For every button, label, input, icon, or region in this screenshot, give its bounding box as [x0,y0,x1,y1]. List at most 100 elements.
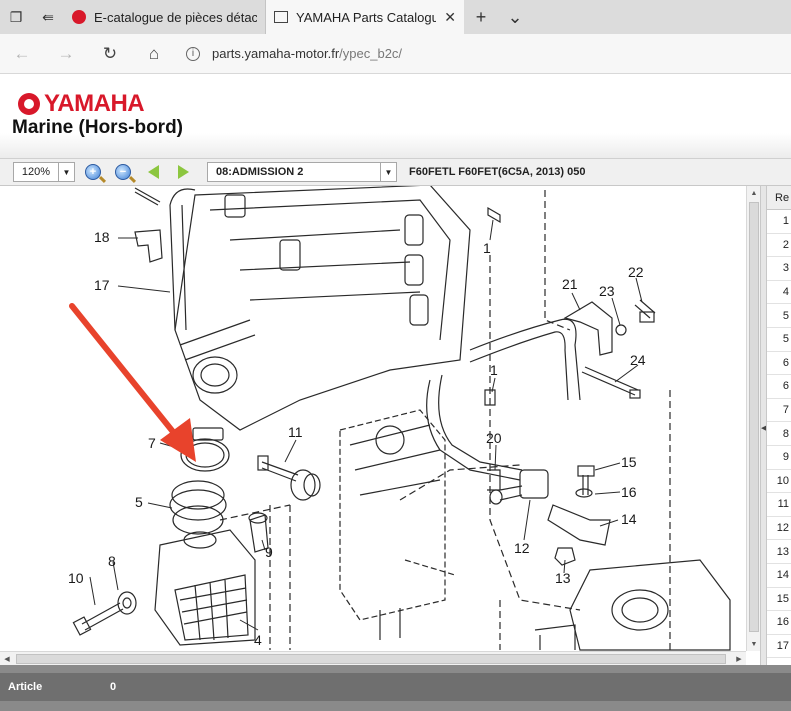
scroll-left-icon[interactable]: ◀ [4,656,10,663]
address-bar[interactable]: i parts.yamaha-motor.fr/ypec_b2c/ [176,40,791,68]
callout-label[interactable]: 5 [135,494,143,510]
back-arrow-icon[interactable]: ← [13,43,31,63]
parts-diagram-viewport[interactable]: 18 17 7 5 8 10 4 9 11 1 1 21 22 23 24 20… [0,186,746,651]
ref-row[interactable]: 10 [767,470,791,494]
ref-row[interactable]: 6 [767,375,791,399]
yamaha-logo[interactable]: YAMAHA [18,90,145,118]
callout-label[interactable]: 4 [254,632,262,648]
info-icon[interactable]: i [186,46,200,61]
scroll-right-icon[interactable]: ▶ [736,656,742,663]
callout-label[interactable]: 15 [621,454,637,470]
runner [404,254,424,286]
seal-5 [169,489,227,521]
callout-label[interactable]: 22 [628,264,644,280]
chevron-down-icon[interactable]: ⌄ [507,6,523,27]
ref-row[interactable]: 14 [767,564,791,588]
callout-labels: 18 17 7 5 8 10 4 9 11 1 1 21 22 23 24 20… [68,229,646,648]
callout-label[interactable]: 11 [288,424,303,440]
section-value: 08:ADMISSION 2 [216,166,304,178]
home-icon[interactable]: ⌂ [148,43,160,63]
zoom-in-icon: + [85,164,101,180]
callout-label[interactable]: 1 [490,362,498,378]
ref-row[interactable]: 9 [767,446,791,470]
next-arrow-icon [177,165,189,179]
ref-row[interactable]: 2 [767,234,791,258]
diagram-horizontal-scrollbar[interactable]: ◀ ▶ [0,651,746,665]
manifold-tube [179,319,256,361]
ref-row[interactable]: 1 [767,210,791,234]
callout-label[interactable]: 18 [94,229,110,245]
ref-row[interactable]: 3 [767,257,791,281]
silencer-grid-lines [179,579,248,641]
callout-label[interactable]: 24 [630,352,646,368]
next-section-button[interactable] [171,161,195,183]
silencer-grid [174,574,249,641]
close-icon[interactable]: ✕ [444,8,456,25]
callout-label[interactable]: 9 [265,544,273,560]
callout-label[interactable]: 16 [621,484,637,500]
set-aside-icon[interactable]: ⇚ [42,8,54,25]
scroll-down-icon[interactable]: ▼ [750,640,758,648]
ref-column-header[interactable]: Re [767,186,791,210]
ref-row[interactable]: 13 [767,540,791,564]
ref-row[interactable]: 15 [767,588,791,612]
diagram-vertical-scrollbar[interactable]: ▲ ▼ [746,186,760,651]
clip-20 [487,469,501,491]
scroll-thumb[interactable] [749,202,759,632]
ref-list-panel: Re 1 2 3 4 5 5 6 6 7 8 9 10 11 12 13 14 … [766,186,791,665]
ref-row[interactable]: 16 [767,611,791,635]
callout-label[interactable]: 7 [148,435,156,451]
ref-row[interactable]: 7 [767,399,791,423]
clamp-7-screw [192,427,224,441]
ref-row[interactable]: 17 [767,635,791,659]
callout-label[interactable]: 14 [621,511,637,527]
refresh-icon[interactable]: ↻ [102,43,118,63]
dropdown-arrow-icon[interactable]: ▼ [380,163,396,181]
seal-5-inner [172,505,224,535]
article-count: 0 [110,681,117,693]
previous-section-button[interactable] [141,161,165,183]
nut-13 [554,547,576,566]
ref-row[interactable]: 5 [767,328,791,352]
callout-label[interactable]: 21 [562,276,578,292]
forward-arrow-icon[interactable]: → [57,43,75,63]
collar-9 [249,514,269,553]
callout-label[interactable]: 13 [555,570,571,586]
runner [404,214,424,246]
ref-row[interactable]: 8 [767,422,791,446]
dropdown-arrow-icon[interactable]: ▼ [58,163,74,181]
callout-label[interactable]: 23 [599,283,615,299]
ref-row[interactable]: 11 [767,493,791,517]
callout-label[interactable]: 20 [486,430,502,446]
section-select[interactable]: 08:ADMISSION 2 ▼ [207,162,397,182]
tab-manager-icon[interactable]: ❐ [9,8,23,25]
ref-row[interactable]: 12 [767,517,791,541]
callout-label[interactable]: 1 [483,240,491,256]
panel-splitter[interactable]: ◀ [760,186,766,665]
runner [409,294,429,326]
tab-yamaha-parts[interactable]: YAMAHA Parts Catalogu ✕ [266,0,464,34]
bolt-10-head [72,616,92,636]
address-path: /ypec_b2c/ [339,46,403,61]
callout-label[interactable]: 10 [68,570,84,586]
zoom-in-button[interactable]: + [81,161,105,183]
ref-row[interactable]: 4 [767,281,791,305]
manifold-ribs [229,229,421,301]
tab-label: YAMAHA Parts Catalogu [296,9,437,25]
linkage [534,624,576,650]
bracket-14 [547,504,611,546]
callout-label[interactable]: 17 [94,277,110,293]
plus-icon[interactable]: + [475,6,487,27]
callout-label[interactable]: 12 [514,540,530,556]
ref-row[interactable]: 6 [767,352,791,376]
washer-23 [615,324,627,336]
tab-ecatalogue[interactable]: E-catalogue de pièces détac [64,0,266,34]
parts-diagram[interactable]: 18 17 7 5 8 10 4 9 11 1 1 21 22 23 24 20… [0,186,746,651]
zoom-select[interactable]: 120% ▼ [13,162,75,182]
scroll-up-icon[interactable]: ▲ [750,189,758,197]
scroll-thumb[interactable] [16,654,726,664]
collapse-arrow-icon[interactable]: ◀ [761,425,767,432]
ref-row[interactable]: 5 [767,304,791,328]
callout-label[interactable]: 8 [108,553,116,569]
zoom-out-button[interactable]: − [111,161,135,183]
